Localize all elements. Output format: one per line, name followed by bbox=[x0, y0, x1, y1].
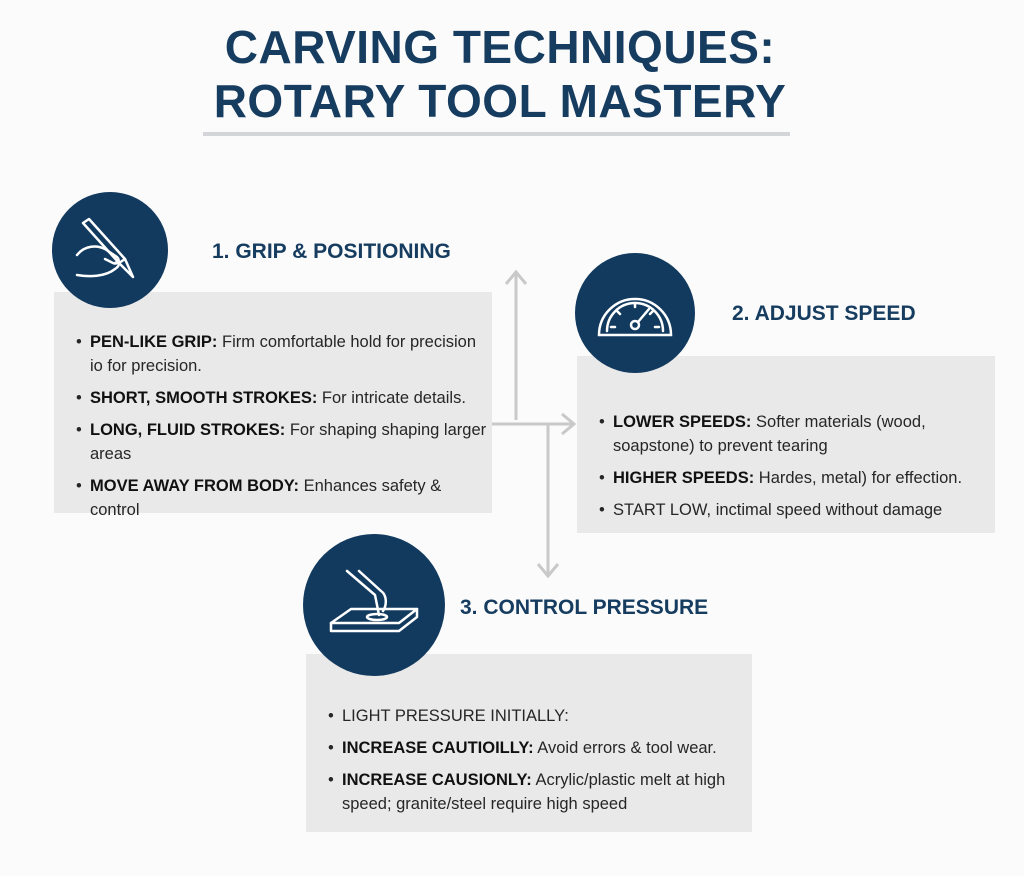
bullet-text: Avoid errors & tool wear. bbox=[533, 739, 717, 757]
bullet-heading: LOWER SPEEDS: bbox=[613, 413, 752, 431]
bullet-heading: SHORT, SMOOTH STROKES: bbox=[90, 389, 318, 407]
bullet-list: LOWER SPEEDS: Softer materials (wood, so… bbox=[599, 410, 995, 522]
speed-section-box: LOWER SPEEDS: Softer materials (wood, so… bbox=[577, 356, 995, 533]
pressure-section-title: 3. CONTROL PRESSURE bbox=[460, 596, 709, 619]
bullet-item: LONG, FLUID STROKES: For shaping shaping… bbox=[76, 418, 492, 466]
bullet-text: For shaping shaping larger areas bbox=[90, 421, 487, 463]
bullet-list: LIGHT PRESSURE INITIALLY: INCREASE CAUTIO… bbox=[328, 704, 752, 816]
bullet-heading: LONG, FLUID STROKES: bbox=[90, 421, 286, 439]
bullet-heading: INCREASE CAUSIONLY: bbox=[342, 771, 532, 789]
bullet-item: HIGHER SPEEDS: Hardes, metal) for effect… bbox=[599, 466, 995, 490]
hand-holding-pen-icon bbox=[75, 217, 135, 279]
title-divider bbox=[203, 132, 790, 136]
bullet-text: START LOW, inctimal speed without damage bbox=[613, 501, 943, 519]
bullet-heading: HIGHER SPEEDS: bbox=[613, 469, 755, 487]
bullet-text: LIGHT PRESSURE INITIALLY: bbox=[342, 707, 569, 725]
speed-icon-circle bbox=[575, 253, 695, 373]
speedometer-icon bbox=[597, 297, 673, 337]
bullet-item: SHORT, SMOOTH STROKES: For intricate det… bbox=[76, 386, 492, 410]
bullet-heading: MOVE AWAY FROM BODY: bbox=[90, 477, 300, 495]
bullet-item: PEN-LIKE GRIP: Firm comfortable hold for… bbox=[76, 330, 492, 378]
bullet-text: Enhances safety & control bbox=[90, 477, 442, 519]
bullet-text: Hardes, metal) for effection. bbox=[754, 469, 963, 487]
bullet-text: Acrylic/plastic melt at high speed; gran… bbox=[342, 771, 726, 813]
title-line-1: CARVING TECHNIQUES: bbox=[224, 21, 776, 73]
bullet-heading: INCREASE CAUTIOILLY: bbox=[342, 739, 534, 757]
hand-pressing-surface-icon bbox=[329, 569, 419, 633]
bullet-item: LOWER SPEEDS: Softer materials (wood, so… bbox=[599, 410, 995, 458]
bullet-item: START LOW, inctimal speed without damage bbox=[599, 498, 995, 522]
pressure-section-box: LIGHT PRESSURE INITIALLY: INCREASE CAUTIO… bbox=[306, 654, 752, 832]
grip-section-box: PEN-LIKE GRIP: Firm comfortable hold for… bbox=[54, 292, 492, 519]
bullet-text: Softer materials (wood, soapstone) to pr… bbox=[613, 413, 926, 455]
bullet-item: LIGHT PRESSURE INITIALLY: bbox=[328, 704, 752, 728]
grip-icon-circle bbox=[52, 192, 168, 308]
bullet-item: MOVE AWAY FROM BODY: Enhances safety & c… bbox=[76, 474, 492, 522]
pressure-icon-circle bbox=[303, 534, 445, 676]
bullet-list: PEN-LIKE GRIP: Firm comfortable hold for… bbox=[76, 330, 492, 522]
bullet-item: INCREASE CAUTIOILLY: Avoid errors & tool… bbox=[328, 736, 752, 760]
bullet-heading: PEN-LIKE GRIP: bbox=[90, 333, 218, 351]
grip-section-title: 1. GRIP & POSITIONING bbox=[212, 240, 451, 263]
bullet-text: Firm comfortable hold for precision io f… bbox=[90, 333, 477, 375]
bullet-text: For intricate details. bbox=[317, 389, 466, 407]
title-line-2: ROTARY TOOL MASTERY bbox=[213, 75, 787, 127]
bullet-item: INCREASE CAUSIONLY: Acrylic/plastic melt… bbox=[328, 768, 752, 816]
speed-section-title: 2. ADJUST SPEED bbox=[732, 302, 916, 325]
